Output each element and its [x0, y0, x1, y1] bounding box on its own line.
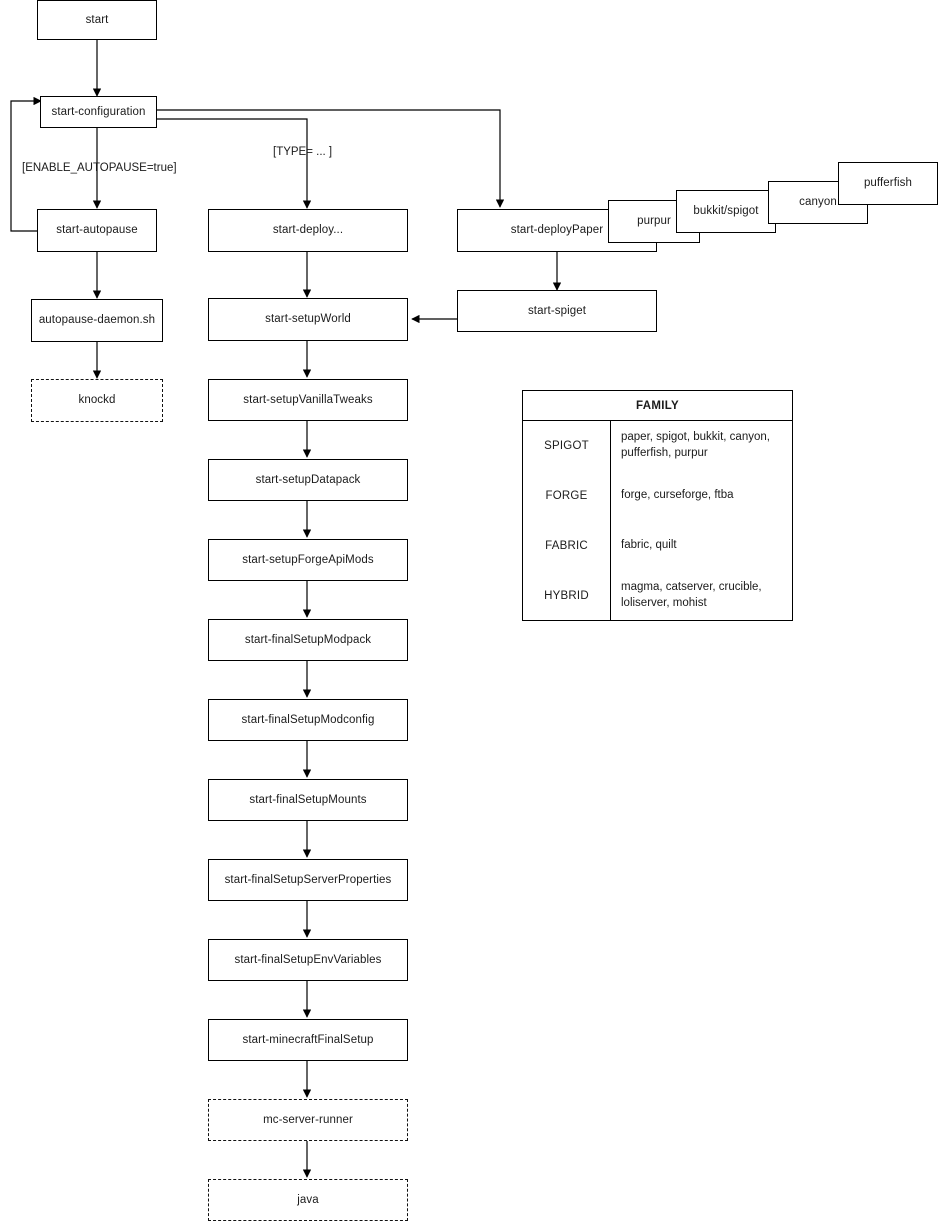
node-start-spiget[interactable]: start-spiget	[457, 290, 657, 332]
node-pufferfish[interactable]: pufferfish	[838, 162, 938, 205]
family-legend-row: SPIGOT paper, spigot, bukkit, canyon, pu…	[523, 421, 792, 471]
edge-configuration-to-deploy	[157, 118, 312, 209]
node-start-finalsetupserverproperties-label: start-finalSetupServerProperties	[224, 873, 392, 886]
node-start-configuration-label: start-configuration	[51, 105, 146, 118]
node-bukkit-spigot-label: bukkit/spigot	[693, 205, 759, 218]
node-start-setupforgeapimods-label: start-setupForgeApiMods	[242, 553, 374, 566]
node-start-finalsetupmodconfig-label: start-finalSetupModconfig	[241, 713, 375, 726]
node-start-deploypaper-label: start-deployPaper	[510, 224, 604, 237]
node-knockd-label: knockd	[78, 394, 116, 407]
node-start-autopause[interactable]: start-autopause	[37, 209, 157, 252]
node-start[interactable]: start	[37, 0, 157, 40]
node-java-label: java	[297, 1193, 319, 1206]
family-legend-body: SPIGOT paper, spigot, bukkit, canyon, pu…	[523, 421, 792, 621]
node-start-setupworld-label: start-setupWorld	[265, 313, 351, 326]
node-start-finalsetupserverproperties[interactable]: start-finalSetupServerProperties	[208, 859, 408, 901]
family-legend-value: magma, catserver, crucible, loliserver, …	[621, 581, 762, 609]
node-start-setupvanillatweaks-label: start-setupVanillaTweaks	[243, 393, 373, 406]
node-start-finalsetupmodpack-label: start-finalSetupModpack	[244, 633, 372, 646]
node-autopause-daemon[interactable]: autopause-daemon.sh	[31, 299, 163, 342]
edge-label-type: [TYPE= ... ]	[273, 146, 333, 158]
node-start-finalsetupmounts[interactable]: start-finalSetupMounts	[208, 779, 408, 821]
node-mc-server-runner-label: mc-server-runner	[263, 1113, 353, 1126]
node-autopause-daemon-label: autopause-daemon.sh	[38, 314, 156, 327]
family-legend-title: FAMILY	[523, 391, 792, 421]
node-start-minecraftfinalsetup-label: start-minecraftFinalSetup	[242, 1033, 374, 1046]
family-legend-value: paper, spigot, bukkit, canyon, pufferfis…	[621, 431, 770, 459]
node-canyon-label: canyon	[799, 196, 837, 209]
node-pufferfish-label: pufferfish	[863, 177, 913, 190]
node-start-deploy-label: start-deploy...	[272, 224, 344, 237]
node-start-finalsetupmounts-label: start-finalSetupMounts	[249, 793, 367, 806]
family-legend-row: FABRIC fabric, quilt	[523, 521, 792, 571]
family-legend-key: SPIGOT	[523, 421, 611, 471]
family-legend-key: HYBRID	[523, 571, 611, 621]
node-start-configuration[interactable]: start-configuration	[40, 96, 157, 128]
node-start-setupworld[interactable]: start-setupWorld	[208, 298, 408, 341]
node-start-finalsetupenvvariables[interactable]: start-finalSetupEnvVariables	[208, 939, 408, 981]
node-start-deploy[interactable]: start-deploy...	[208, 209, 408, 252]
edge-label-enable-autopause: [ENABLE_AUTOPAUSE=true]	[22, 162, 177, 174]
node-start-minecraftfinalsetup[interactable]: start-minecraftFinalSetup	[208, 1019, 408, 1061]
node-start-label: start	[85, 13, 109, 26]
node-start-setupdatapack-label: start-setupDatapack	[255, 473, 361, 486]
family-legend-key: FORGE	[523, 471, 611, 521]
node-start-setupforgeapimods[interactable]: start-setupForgeApiMods	[208, 539, 408, 581]
family-legend-row: FORGE forge, curseforge, ftba	[523, 471, 792, 521]
edge-configuration-to-deploypaper	[157, 109, 505, 208]
family-legend-row: HYBRID magma, catserver, crucible, lolis…	[523, 571, 792, 621]
node-bukkit-spigot[interactable]: bukkit/spigot	[676, 190, 776, 233]
node-purpur-label: purpur	[637, 215, 671, 228]
family-legend-value: forge, curseforge, ftba	[621, 489, 734, 502]
node-start-spiget-label: start-spiget	[527, 304, 587, 317]
node-start-setupdatapack[interactable]: start-setupDatapack	[208, 459, 408, 501]
family-legend-value: fabric, quilt	[621, 539, 677, 552]
node-start-setupvanillatweaks[interactable]: start-setupVanillaTweaks	[208, 379, 408, 421]
node-start-finalsetupenvvariables-label: start-finalSetupEnvVariables	[234, 953, 382, 966]
family-legend-key: FABRIC	[523, 521, 611, 571]
node-start-finalsetupmodconfig[interactable]: start-finalSetupModconfig	[208, 699, 408, 741]
node-java[interactable]: java	[208, 1179, 408, 1221]
node-start-finalsetupmodpack[interactable]: start-finalSetupModpack	[208, 619, 408, 661]
node-mc-server-runner[interactable]: mc-server-runner	[208, 1099, 408, 1141]
family-legend-table: FAMILY SPIGOT paper, spigot, bukkit, can…	[522, 390, 793, 621]
node-knockd[interactable]: knockd	[31, 379, 163, 422]
node-start-autopause-label: start-autopause	[56, 224, 138, 237]
